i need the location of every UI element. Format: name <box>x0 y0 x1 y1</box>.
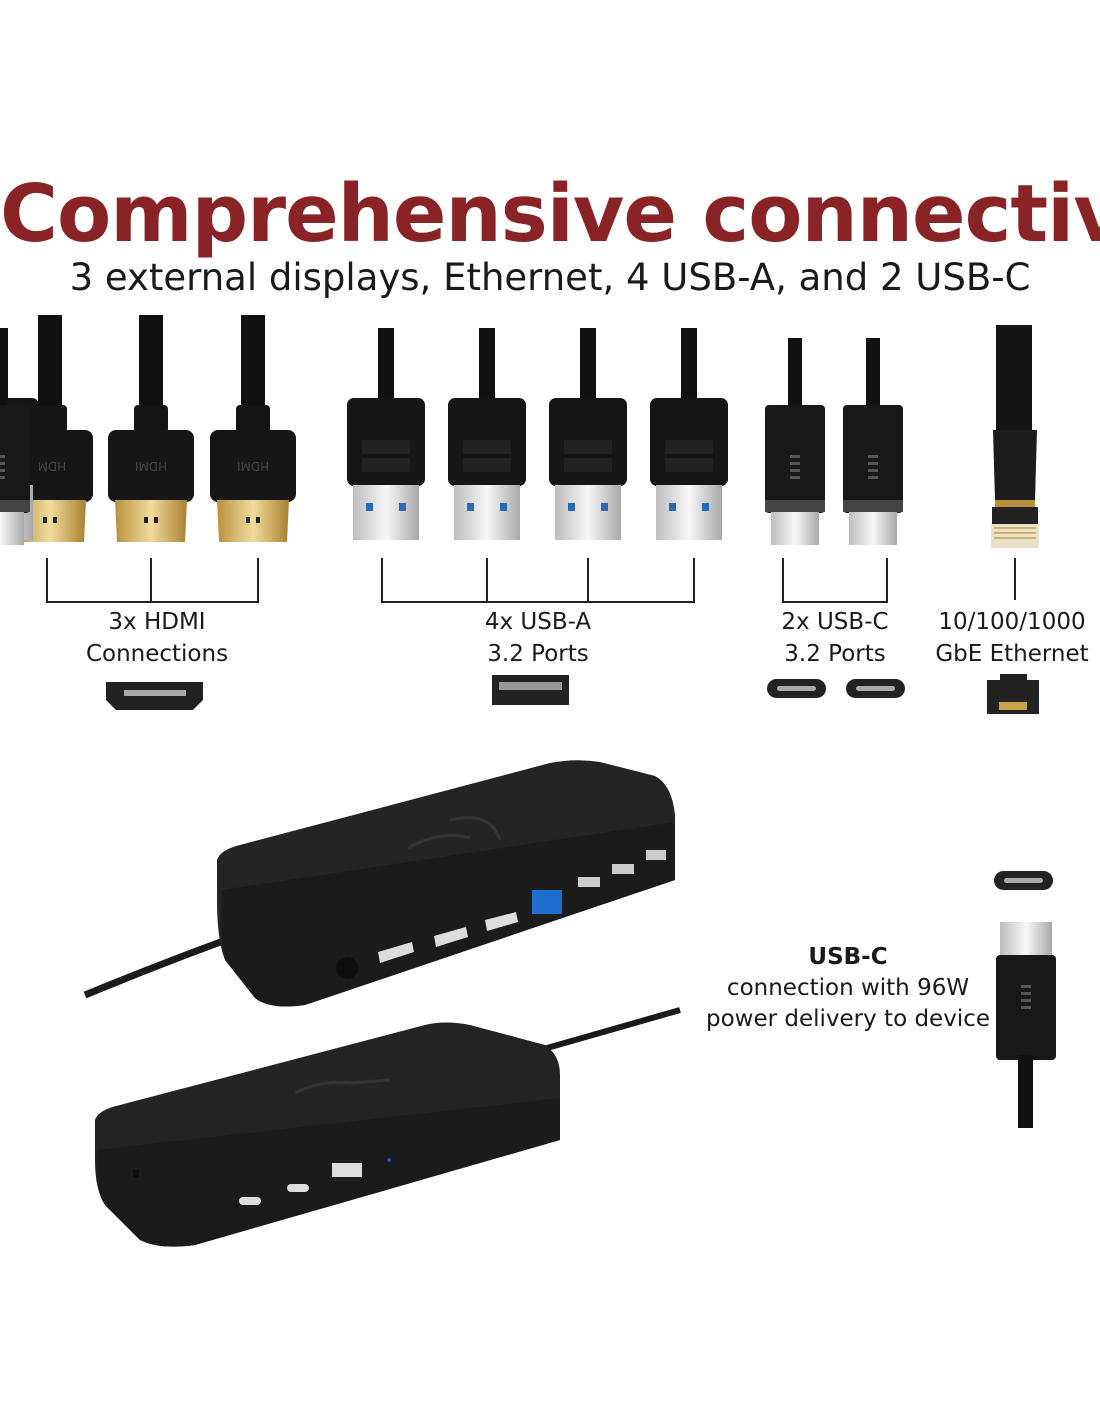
usb-c-callout-icon <box>994 871 1056 1128</box>
usb-a-cable-icon <box>549 328 627 540</box>
bracket-lines <box>46 558 1016 603</box>
svg-text:HDMI: HDMI <box>34 459 66 473</box>
usb-a-label-line2: 3.2 Ports <box>487 641 589 667</box>
usb-c-cable-icon <box>0 338 30 545</box>
ethernet-label-line1: 10/100/1000 <box>938 609 1086 635</box>
ethernet-label: 10/100/1000 GbE Ethernet <box>922 606 1100 670</box>
usb-a-label: 4x USB-A 3.2 Ports <box>438 606 638 670</box>
usb-a-cable-icon <box>448 328 526 540</box>
usb-c-label: 2x USB-C 3.2 Ports <box>755 606 915 670</box>
ethernet-port-icon <box>987 674 1039 714</box>
ethernet-cable-icon <box>991 325 1039 548</box>
ethernet-label-line2: GbE Ethernet <box>935 641 1089 667</box>
usb-a-cable-icon <box>347 328 425 540</box>
usb-c-cable-icon <box>765 338 825 545</box>
dock-rear-view <box>83 760 675 1007</box>
hdmi-cable-icon: HDMI <box>108 315 194 542</box>
usb-c-cable-icon <box>843 338 903 545</box>
hdmi-port-icon <box>106 682 203 710</box>
hdmi-label-line1: 3x HDMI <box>108 609 206 635</box>
callout-title: USB-C <box>808 944 888 970</box>
hdmi-label-line2: Connections <box>85 641 229 667</box>
hdmi-cable-icon: HDMI <box>210 315 296 542</box>
page-title: Comprehensive connectivity <box>0 168 1100 260</box>
callout-text: connection with 96W power delivery to de… <box>705 975 991 1032</box>
svg-text:HDMI: HDMI <box>135 459 167 473</box>
usb-c-port-icon <box>767 679 905 698</box>
usb-c-label-line2: 3.2 Ports <box>784 641 886 667</box>
dock-front-view <box>95 1007 681 1247</box>
usb-a-port-icon <box>492 675 569 705</box>
usb-a-label-line1: 4x USB-A <box>484 609 592 635</box>
page-subtitle: 3 external displays, Ethernet, 4 USB-A, … <box>69 256 1031 299</box>
usb-c-callout: USB-C connection with 96W power delivery… <box>700 942 996 1035</box>
usb-c-label-line1: 2x USB-C <box>781 609 889 635</box>
hdmi-label: 3x HDMI Connections <box>57 606 257 670</box>
svg-text:HDMI: HDMI <box>237 459 269 473</box>
usb-a-cable-icon <box>650 328 728 540</box>
